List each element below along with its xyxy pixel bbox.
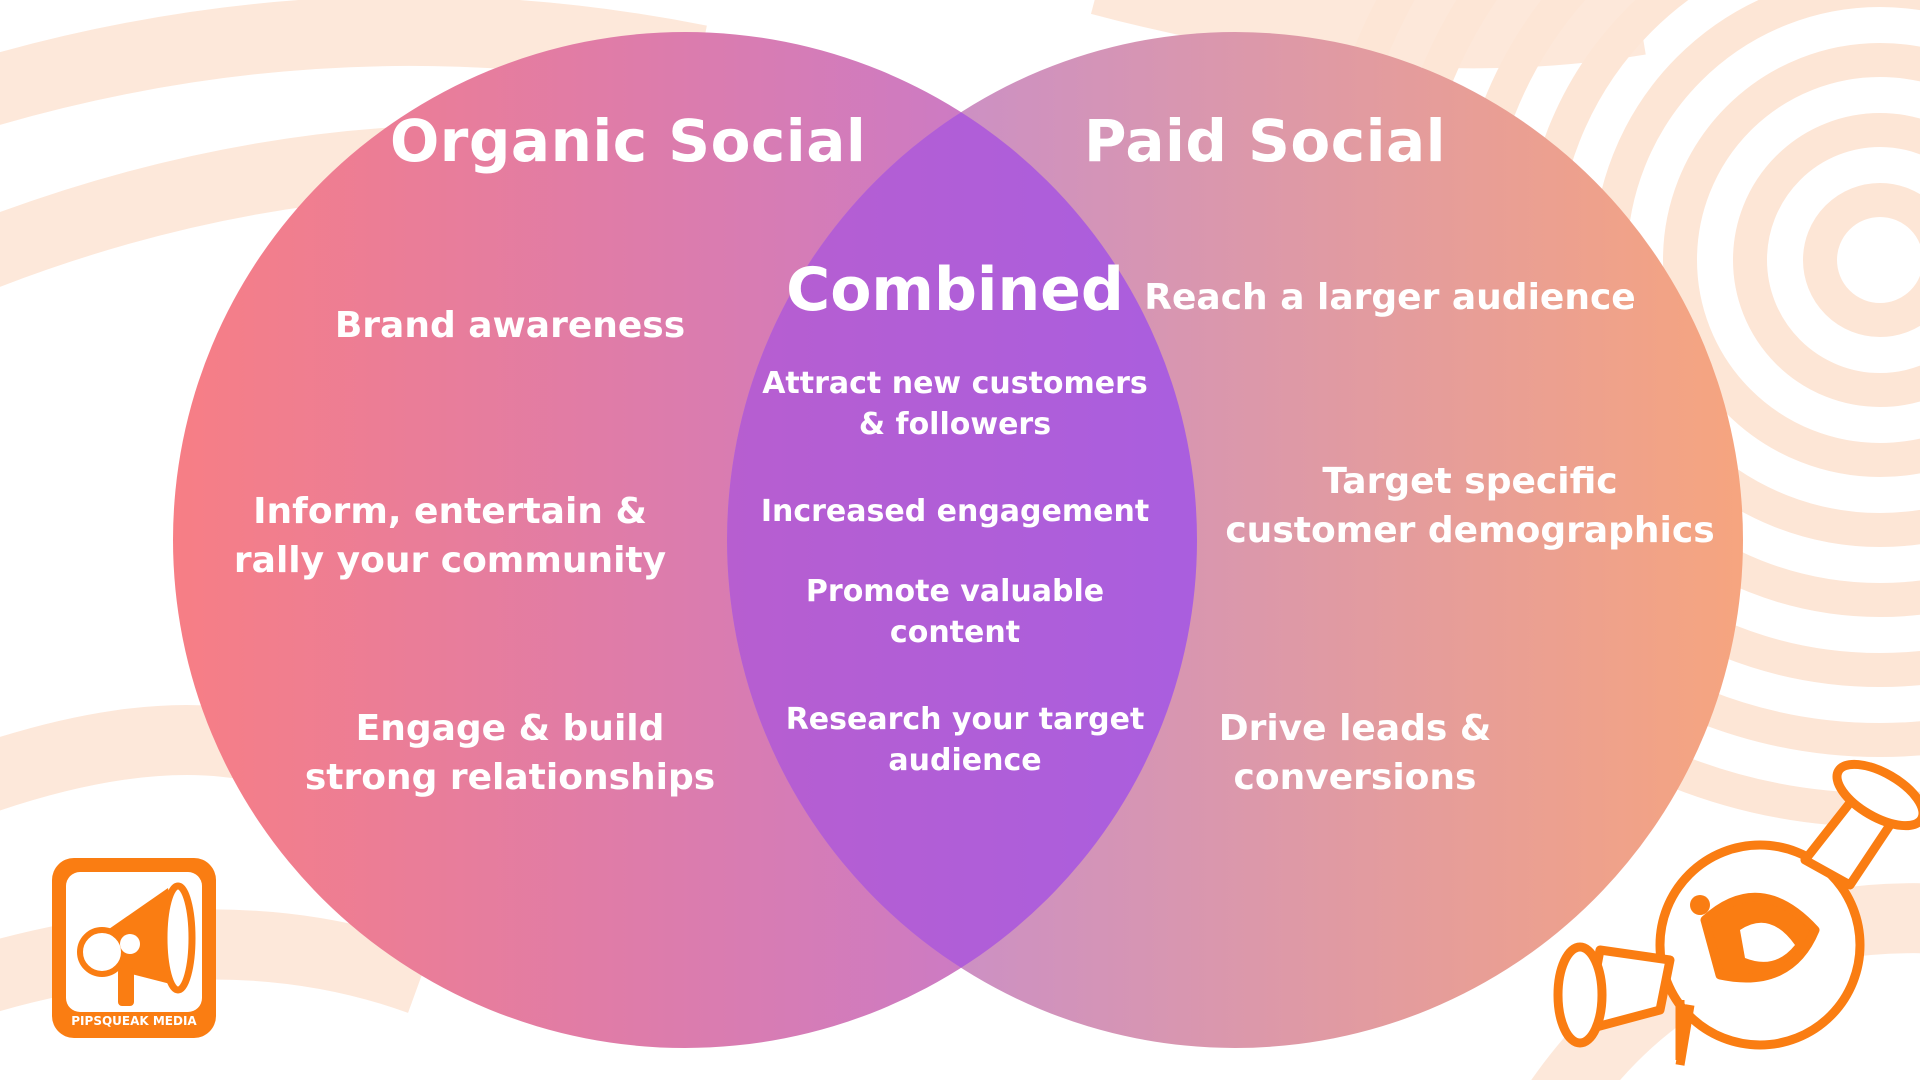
combined-item-promote: Promote valuable content	[745, 572, 1165, 653]
item-line: Engage & build	[355, 708, 665, 749]
item-line: rally your community	[233, 539, 667, 581]
paid-item-drive: Drive leads & conversions	[1180, 705, 1530, 802]
paid-social-title: Paid Social	[1083, 107, 1447, 175]
item-line: Brand awareness	[334, 305, 686, 346]
combined-item-engagement: Increased engagement	[745, 492, 1165, 533]
overlap-region	[727, 32, 1197, 1048]
item-line: & followers	[858, 406, 1052, 442]
item-line: Drive leads &	[1218, 708, 1492, 749]
combined-item-research: Research your target audience	[755, 700, 1175, 781]
paid-item-target: Target specific customer demographics	[1220, 458, 1720, 555]
item-line: Reach a larger audience	[1144, 277, 1636, 318]
item-line: Research your target	[785, 702, 1145, 737]
item-line: Increased engagement	[760, 494, 1150, 529]
item-line: customer demographics	[1225, 509, 1715, 551]
logo-text: PIPSQUEAK MEDIA	[71, 1014, 197, 1028]
item-line: Promote valuable	[805, 574, 1105, 609]
organic-item-brand-awareness: Brand awareness	[300, 302, 720, 351]
paid-item-reach: Reach a larger audience	[1140, 274, 1640, 323]
item-line: Attract new customers	[762, 366, 1148, 401]
item-line: Inform, entertain &	[253, 491, 647, 532]
combined-title: Combined	[786, 255, 1124, 325]
megaphone-icon	[77, 882, 196, 1006]
item-line: Target specific	[1322, 461, 1618, 502]
combined-item-attract: Attract new customers & followers	[745, 364, 1165, 445]
megaphone-mascot-icon	[1553, 759, 1920, 1066]
item-line: strong relationships	[304, 756, 716, 798]
item-line: content	[889, 614, 1021, 650]
item-line: audience	[888, 742, 1042, 778]
organic-item-inform: Inform, entertain & rally your community	[220, 488, 680, 585]
organic-item-engage: Engage & build strong relationships	[290, 705, 730, 802]
organic-social-title: Organic Social	[390, 107, 867, 175]
pipsqueak-logo	[52, 858, 216, 1038]
item-line: conversions	[1233, 756, 1477, 798]
